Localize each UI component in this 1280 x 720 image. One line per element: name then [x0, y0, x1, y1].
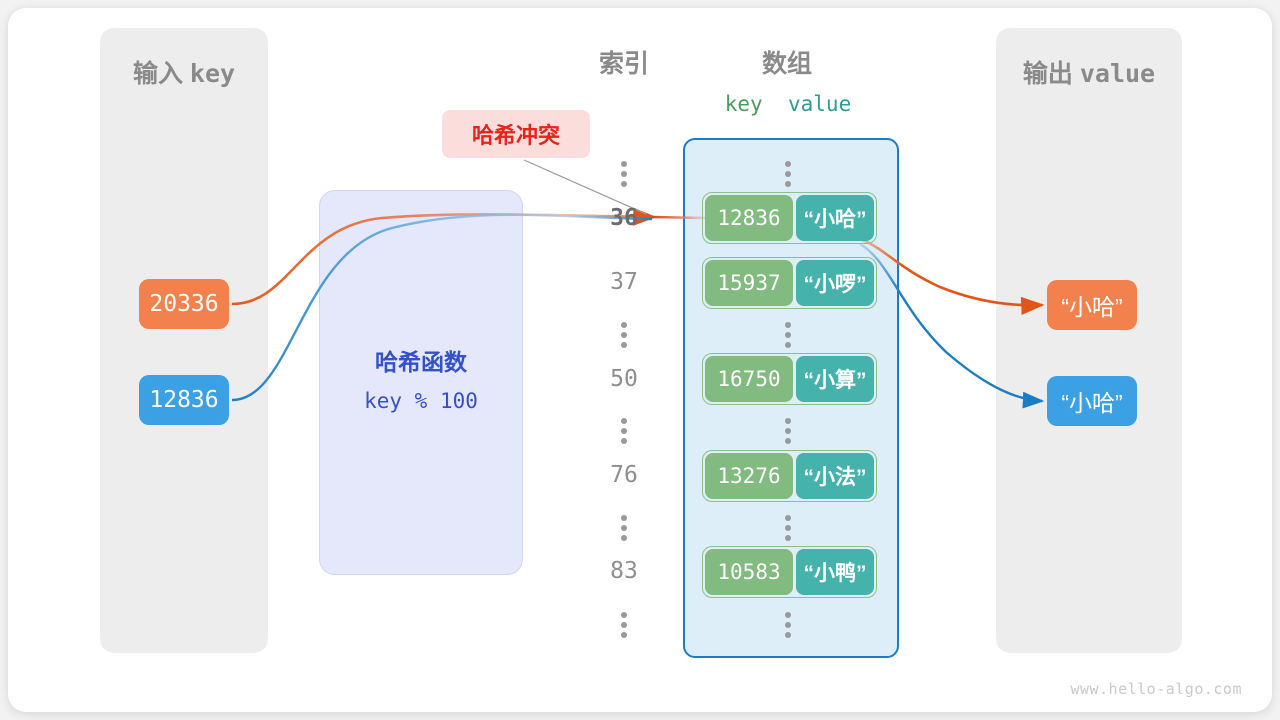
hash-function-name: 哈希函数 [375, 349, 467, 375]
bucket-key-37: 15937 [705, 260, 793, 306]
index-ellipsis-1 [572, 318, 676, 352]
hash-collision-badge: 哈希冲突 [442, 110, 590, 158]
output-panel-title-mono: value [1079, 59, 1156, 88]
bucket-row-50: 16750 “小算” [702, 353, 877, 405]
index-label-36: 36 [610, 205, 638, 231]
index-column-heading: 索引 [598, 50, 649, 78]
bucket-key-50: 16750 [705, 356, 793, 402]
kv-heading-gap [763, 92, 788, 116]
bucket-value-50: “小算” [796, 356, 874, 402]
array-column-heading: 数组 [761, 50, 812, 78]
bucket-value-83: “小鸭” [796, 549, 874, 595]
bucket-key-83: 10583 [705, 549, 793, 595]
bucket-value-36: “小哈” [796, 195, 874, 241]
bucket-row-83: 10583 “小鸭” [702, 546, 877, 598]
bucket-row-37: 15937 “小啰” [702, 257, 877, 309]
input-panel-title-cn: 输入 [132, 60, 183, 88]
input-panel: 输入 key [100, 28, 268, 653]
index-ellipsis-top [572, 157, 676, 191]
bucket-row-36: 12836 “小哈” [702, 192, 877, 244]
output-panel-title-cn: 输出 [1022, 60, 1073, 88]
bucket-value-76: “小法” [796, 453, 874, 499]
index-label-76: 76 [610, 462, 638, 488]
index-label-83: 83 [610, 558, 638, 584]
array-ellipsis-bottom [736, 608, 840, 642]
key-value-heading: key value [688, 92, 888, 116]
index-label-50: 50 [610, 366, 638, 392]
array-ellipsis-1 [736, 318, 840, 352]
bucket-value-37: “小啰” [796, 260, 874, 306]
array-ellipsis-3 [736, 511, 840, 545]
input-key-1: 12836 [139, 375, 229, 425]
input-panel-title-mono: key [189, 59, 236, 88]
watermark: www.hello-algo.com [1070, 680, 1242, 698]
output-panel-title: 输出 value [996, 54, 1182, 90]
output-value-1: “小哈” [1047, 376, 1137, 426]
bucket-key-36: 12836 [705, 195, 793, 241]
hash-function-box: 哈希函数 key % 100 [319, 190, 523, 575]
array-ellipsis-2 [736, 414, 840, 448]
index-label-37: 37 [610, 269, 638, 295]
array-ellipsis-top [736, 157, 840, 191]
bucket-key-76: 13276 [705, 453, 793, 499]
index-ellipsis-bottom [572, 608, 676, 642]
input-panel-title: 输入 key [100, 54, 268, 90]
index-ellipsis-3 [572, 511, 676, 545]
bucket-row-76: 13276 “小法” [702, 450, 877, 502]
index-ellipsis-2 [572, 414, 676, 448]
input-key-0: 20336 [139, 279, 229, 329]
key-heading-label: key [724, 92, 763, 116]
value-heading-label: value [788, 92, 852, 116]
hash-function-expression: key % 100 [364, 389, 478, 413]
output-value-0: “小哈” [1047, 280, 1137, 330]
output-panel: 输出 value [996, 28, 1182, 653]
